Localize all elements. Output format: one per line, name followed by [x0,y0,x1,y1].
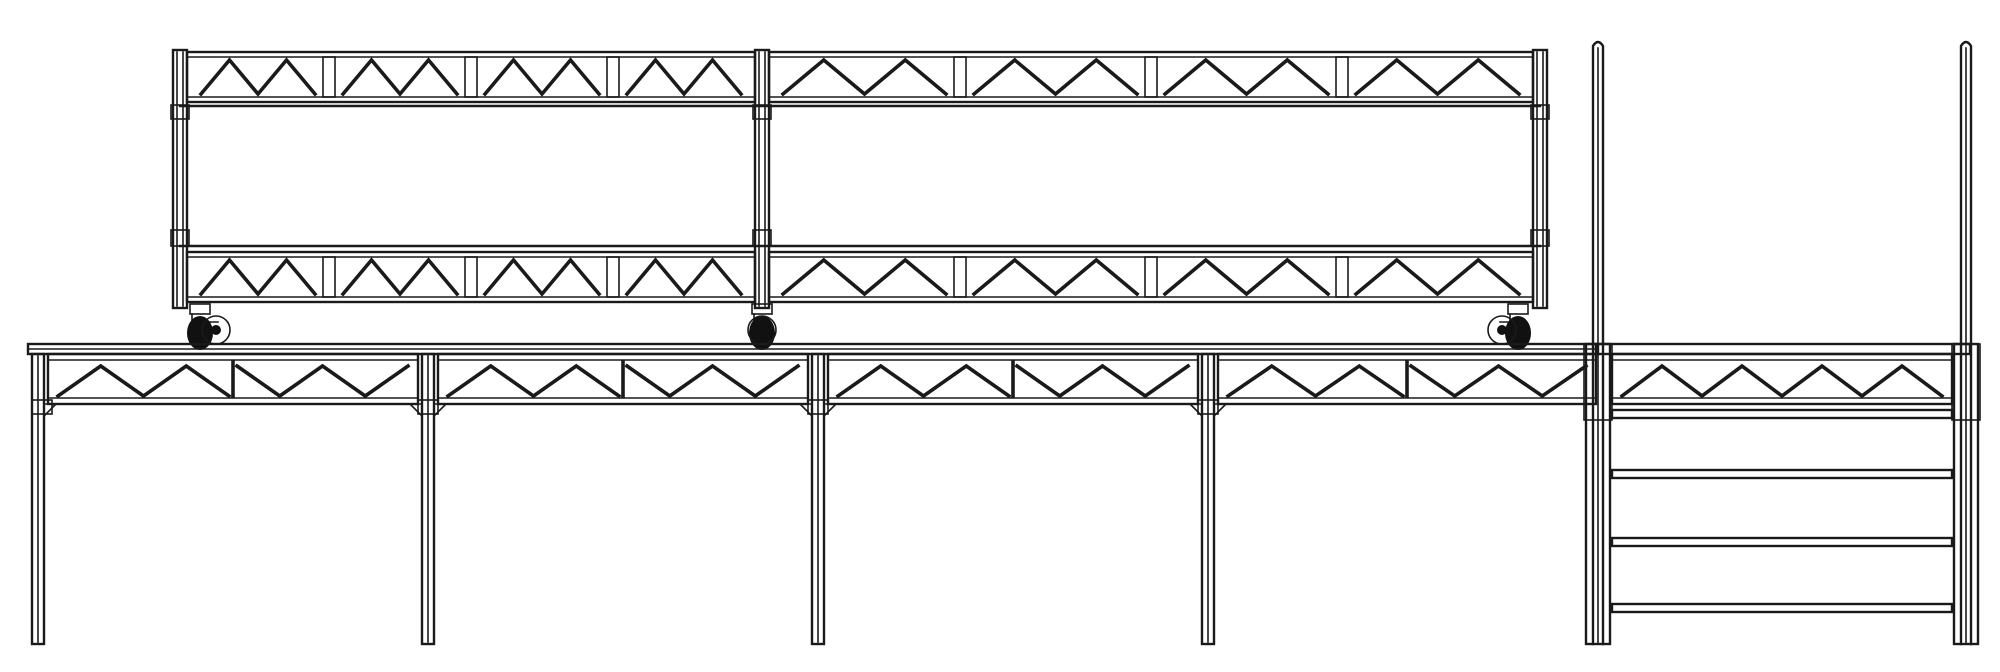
deck-leg-1 [30,352,46,646]
upper-bottom-truss-left-spacer [464,256,478,298]
deck-leg-3 [810,352,826,646]
upper-post-mid [753,48,771,310]
upper-bottom-truss-left-zigzag [624,257,744,297]
deck-platform [26,342,1600,646]
stair-unit [1583,40,1981,646]
deck-leg-clamp-4 [1197,399,1219,415]
rolling-upper-frame [170,48,1550,310]
deck-truss-zigzag [55,363,232,399]
upper-bottom-truss-right-spacer [1335,256,1349,298]
caster-right-hub [1497,325,1507,335]
deck-truss-outline [1216,352,1598,406]
deck-truss-zigzag [445,363,622,399]
upper-top-truss-left-spacer [464,56,478,98]
deck-knee-brace [408,403,424,418]
deck-knee-brace [1188,403,1204,418]
deck-knee-brace [1212,403,1228,418]
deck-truss-outline [436,352,810,406]
upper-bottom-truss-right-outline [767,250,1535,304]
deck-truss-zigzag [624,363,801,399]
caster-mid-mount [751,303,773,315]
deck-knee-brace [42,403,58,418]
stair-tread-3 [1610,536,1954,548]
caster-left [187,303,231,350]
deck-truss-zigzag [1408,363,1589,399]
upper-top-truss-left-zigzag [482,57,602,97]
deck-truss-zigzag [1225,363,1406,399]
upper-bottom-truss-right-zigzag [1353,257,1522,297]
upper-top-truss-right-spacer [1335,56,1349,98]
upper-top-truss-left-outline [185,50,757,104]
caster-left-mount [189,303,211,315]
caster-right-mount [1507,303,1529,315]
deck-leg-4 [1200,352,1216,646]
upper-top-truss-right-spacer [1144,56,1158,98]
upper-bottom-truss-left-zigzag [482,257,602,297]
deck-knee-brace [822,403,838,418]
upper-bottom-truss-left-zigzag [340,257,460,297]
deck-leg-clamp-2 [417,399,439,415]
deck-knee-brace [798,403,814,418]
caster-left-wheel [187,316,213,350]
stair-handrail-left [1591,40,1605,646]
upper-top-truss-left [185,50,757,104]
upper-bottom-truss-right-spacer [1144,256,1158,298]
upper-bottom-truss-left-spacer [606,256,620,298]
upper-bottom-truss-left [185,250,757,304]
upper-top-truss-left-zigzag [340,57,460,97]
deck-truss-outline [826,352,1200,406]
deck-truss-zigzag [1014,363,1191,399]
caster-left-hub [211,325,221,335]
deck-truss-zigzag [234,363,411,399]
upper-top-truss-left-zigzag [198,57,318,97]
upper-top-truss-right-spacer [953,56,967,98]
deck-leg-2 [420,352,436,646]
upper-bottom-truss-right [767,250,1535,304]
caster-right [1487,303,1531,350]
caster-mid-hub [757,325,767,335]
casters [187,303,1531,350]
upper-bottom-truss-right-zigzag [971,257,1140,297]
upper-bottom-truss-left-zigzag [198,257,318,297]
upper-top-truss-right-outline [767,50,1535,104]
upper-bottom-truss-left-spacer [322,256,336,298]
deck-truss-zigzag [835,363,1012,399]
deck-leg-clamp-3 [807,399,829,415]
deck-truss-outline [46,352,420,406]
stair-landing [1594,342,1972,356]
upper-bottom-truss-left-outline [185,250,757,304]
upper-top-truss-right-zigzag [1353,57,1522,97]
upper-post-right [1531,48,1549,310]
stair-handrail-right [1959,40,1973,646]
upper-top-truss-right-zigzag [780,57,949,97]
upper-bottom-truss-right-zigzag [1162,257,1331,297]
stair-tread-1 [1610,408,1954,420]
deck-knee-brace [432,403,448,418]
deck-truss-2 [436,352,810,406]
upper-bottom-truss-right-zigzag [780,257,949,297]
upper-top-truss-right-zigzag [971,57,1140,97]
stair-tread-4 [1610,602,1954,614]
upper-post-left [171,48,189,310]
deck-truss-1 [46,352,420,406]
stair-tread-2 [1610,468,1954,480]
stair-truss-zigzag [1619,363,1945,399]
deck-truss-3 [826,352,1200,406]
deck-truss-4 [1216,352,1598,406]
upper-top-truss-left-zigzag [624,57,744,97]
upper-top-truss-left-spacer [322,56,336,98]
upper-top-truss-right-zigzag [1162,57,1331,97]
upper-top-truss-left-spacer [606,56,620,98]
caster-mid [747,303,777,350]
upper-bottom-truss-right-spacer [953,256,967,298]
caster-right-wheel [1505,316,1531,350]
upper-top-truss-right [767,50,1535,104]
